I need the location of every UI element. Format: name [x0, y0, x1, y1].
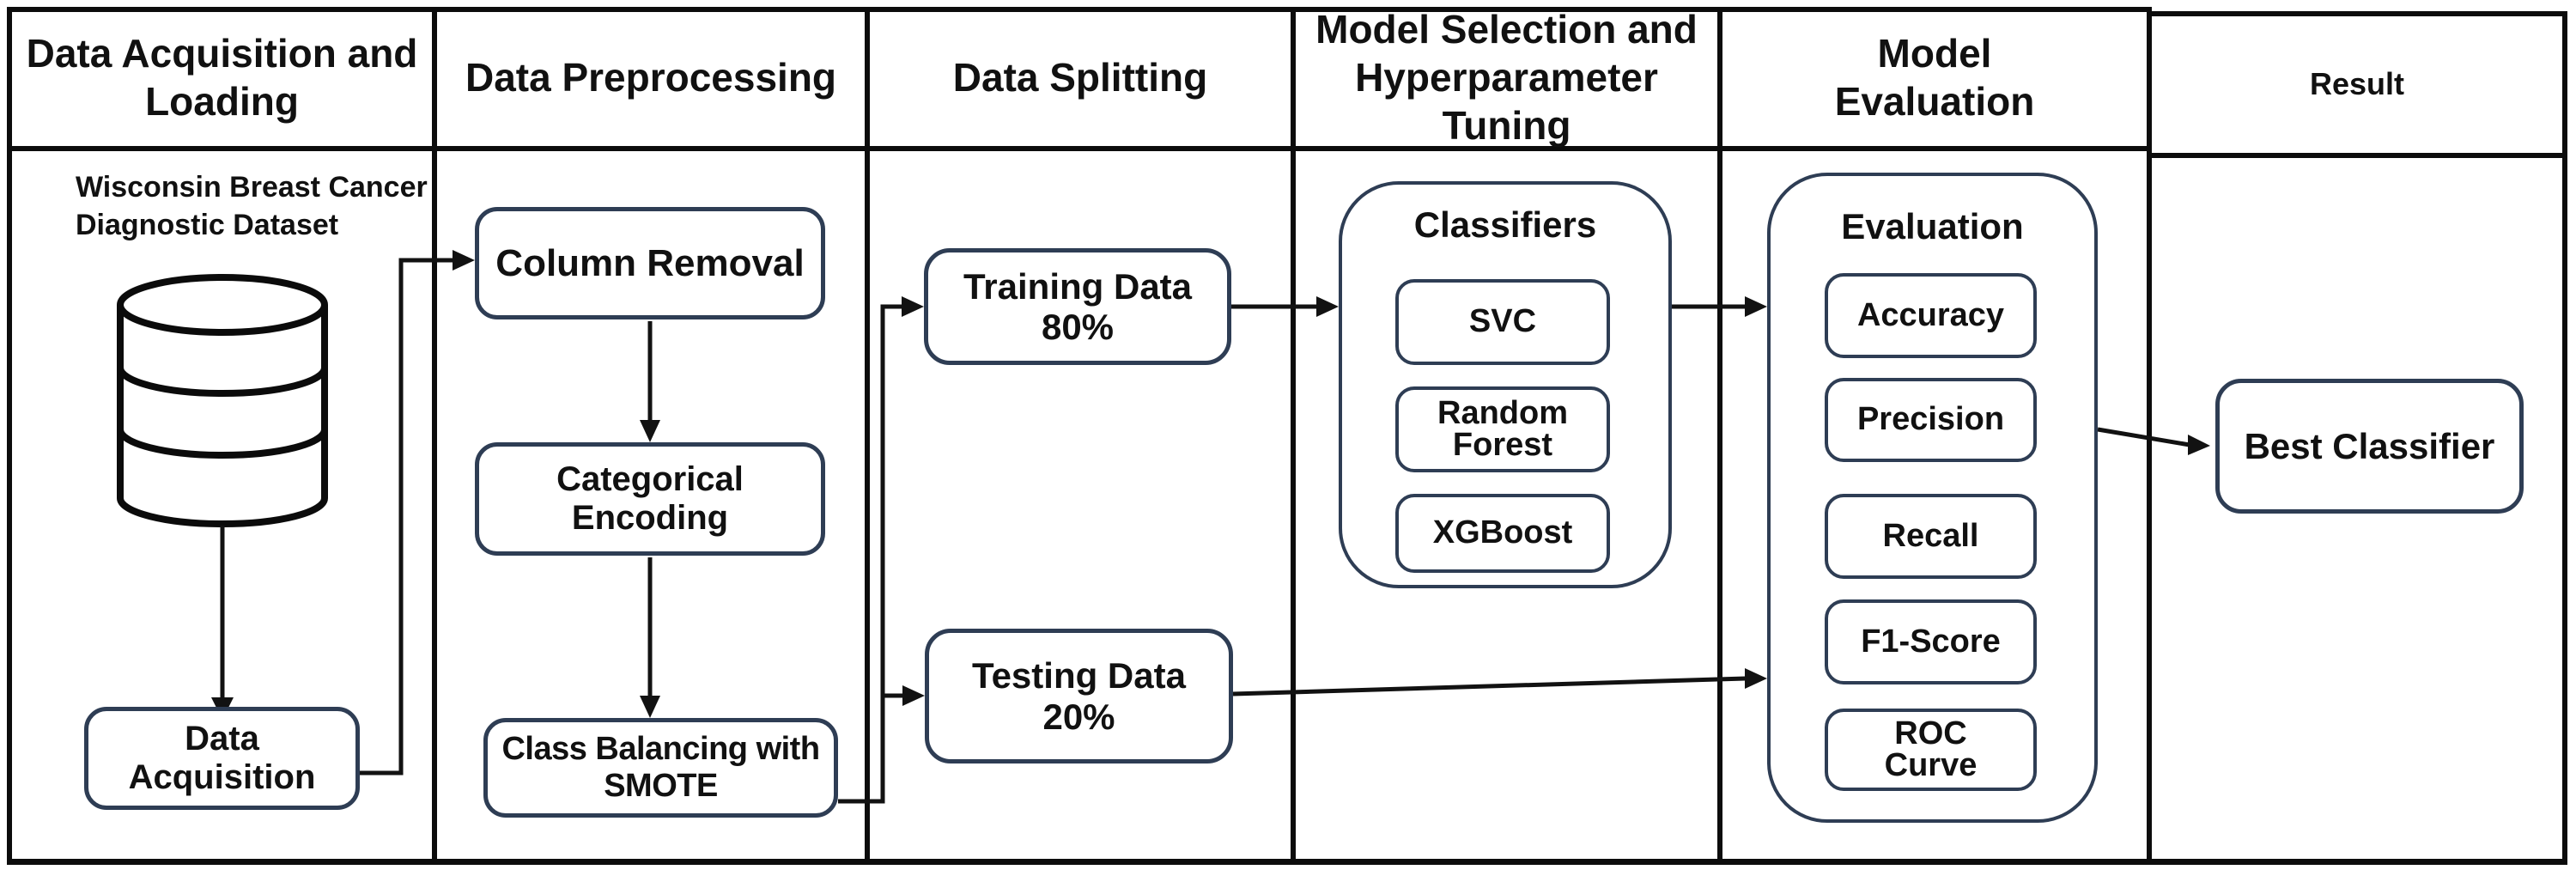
- classifiers-group-title: Classifiers: [1413, 204, 1597, 245]
- header-result: Result: [2309, 66, 2405, 102]
- evaluation-group-title: Evaluation: [1841, 206, 2024, 246]
- roc-curve-node: ROC Curve: [1825, 709, 2037, 791]
- header-data-acquisition: Data Acquisition and Loading: [26, 30, 418, 124]
- class-balancing-node: Class Balancing with SMOTE: [483, 718, 838, 818]
- testing-data-node: Testing Data 20%: [925, 629, 1233, 763]
- header-model-evaluation: Model Evaluation: [1834, 30, 2035, 124]
- header-model-selection: Model Selection and Hyperparameter Tunin…: [1315, 6, 1698, 149]
- xgboost-node: XGBoost: [1395, 494, 1610, 573]
- header-data-preprocessing: Data Preprocessing: [465, 54, 837, 100]
- training-data-node: Training Data 80%: [924, 248, 1231, 365]
- svc-node: SVC: [1395, 279, 1610, 365]
- recall-node: Recall: [1825, 494, 2037, 579]
- header-data-splitting: Data Splitting: [952, 54, 1208, 100]
- random-forest-node: Random Forest: [1395, 386, 1610, 472]
- table-grid: [7, 7, 2567, 865]
- data-acquisition-node: Data Acquisition: [84, 707, 360, 810]
- best-classifier-node: Best Classifier: [2215, 379, 2524, 514]
- column-removal-node: Column Removal: [475, 207, 825, 319]
- precision-node: Precision: [1825, 378, 2037, 462]
- dataset-label: Wisconsin Breast Cancer Diagnostic Datas…: [76, 171, 428, 242]
- f1-score-node: F1-Score: [1825, 599, 2037, 684]
- accuracy-node: Accuracy: [1825, 273, 2037, 358]
- categorical-encoding-node: Categorical Encoding: [475, 442, 825, 556]
- connector-lines: [220, 258, 2190, 804]
- database-icon: [117, 274, 328, 527]
